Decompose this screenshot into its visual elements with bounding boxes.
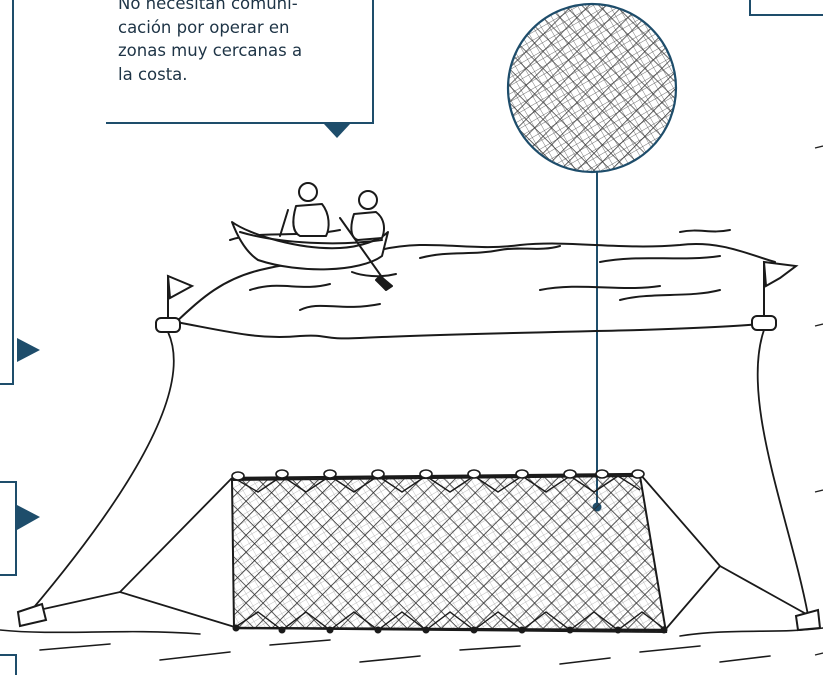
left-buoy	[155, 274, 195, 333]
callout-text: No necesitan comuni- cación por operar e…	[118, 0, 358, 86]
right-buoy	[751, 260, 799, 331]
pointer-triangle-icon	[17, 505, 40, 530]
boat-with-fishermen	[231, 182, 397, 291]
flag-icon	[762, 260, 799, 288]
pointer-triangle-icon	[324, 124, 350, 138]
seabed	[0, 627, 823, 665]
flag-icon	[166, 274, 195, 300]
top-right-box	[749, 0, 823, 16]
callout-box	[106, 0, 374, 138]
net-zoom-circle	[506, 2, 678, 512]
gillnet	[230, 469, 668, 634]
pointer-triangle-icon	[17, 338, 40, 362]
callout-line: No necesitan comuni- cación por operar e…	[118, 0, 303, 84]
left-frame	[0, 0, 17, 675]
right-tick-marks	[814, 145, 823, 656]
mooring-lines	[29, 329, 809, 631]
